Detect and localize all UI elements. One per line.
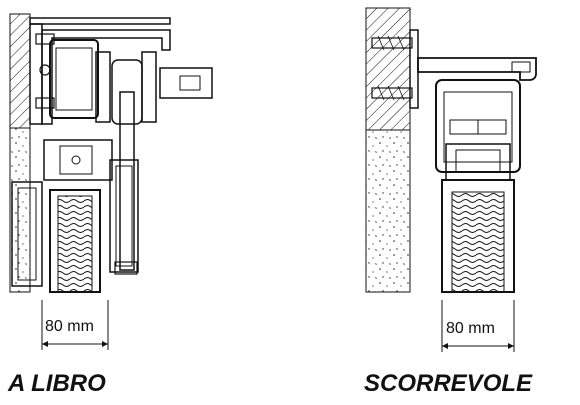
wall-hatched	[365, 7, 411, 131]
anchor-bolt-icon	[371, 35, 413, 101]
dimension-label-a-libro: 80 mm	[45, 318, 94, 335]
scorrevole-drawing	[365, 7, 537, 352]
a-libro-drawing	[9, 13, 213, 350]
dimension-line	[41, 300, 109, 350]
figure-title-a-libro: A LIBRO	[8, 370, 106, 397]
dimension-label-scorrevole: 80 mm	[446, 320, 495, 337]
dimension-line	[441, 300, 515, 352]
bolt-icon	[35, 33, 55, 109]
figure-title-scorrevole: SCORREVOLE	[364, 370, 533, 397]
